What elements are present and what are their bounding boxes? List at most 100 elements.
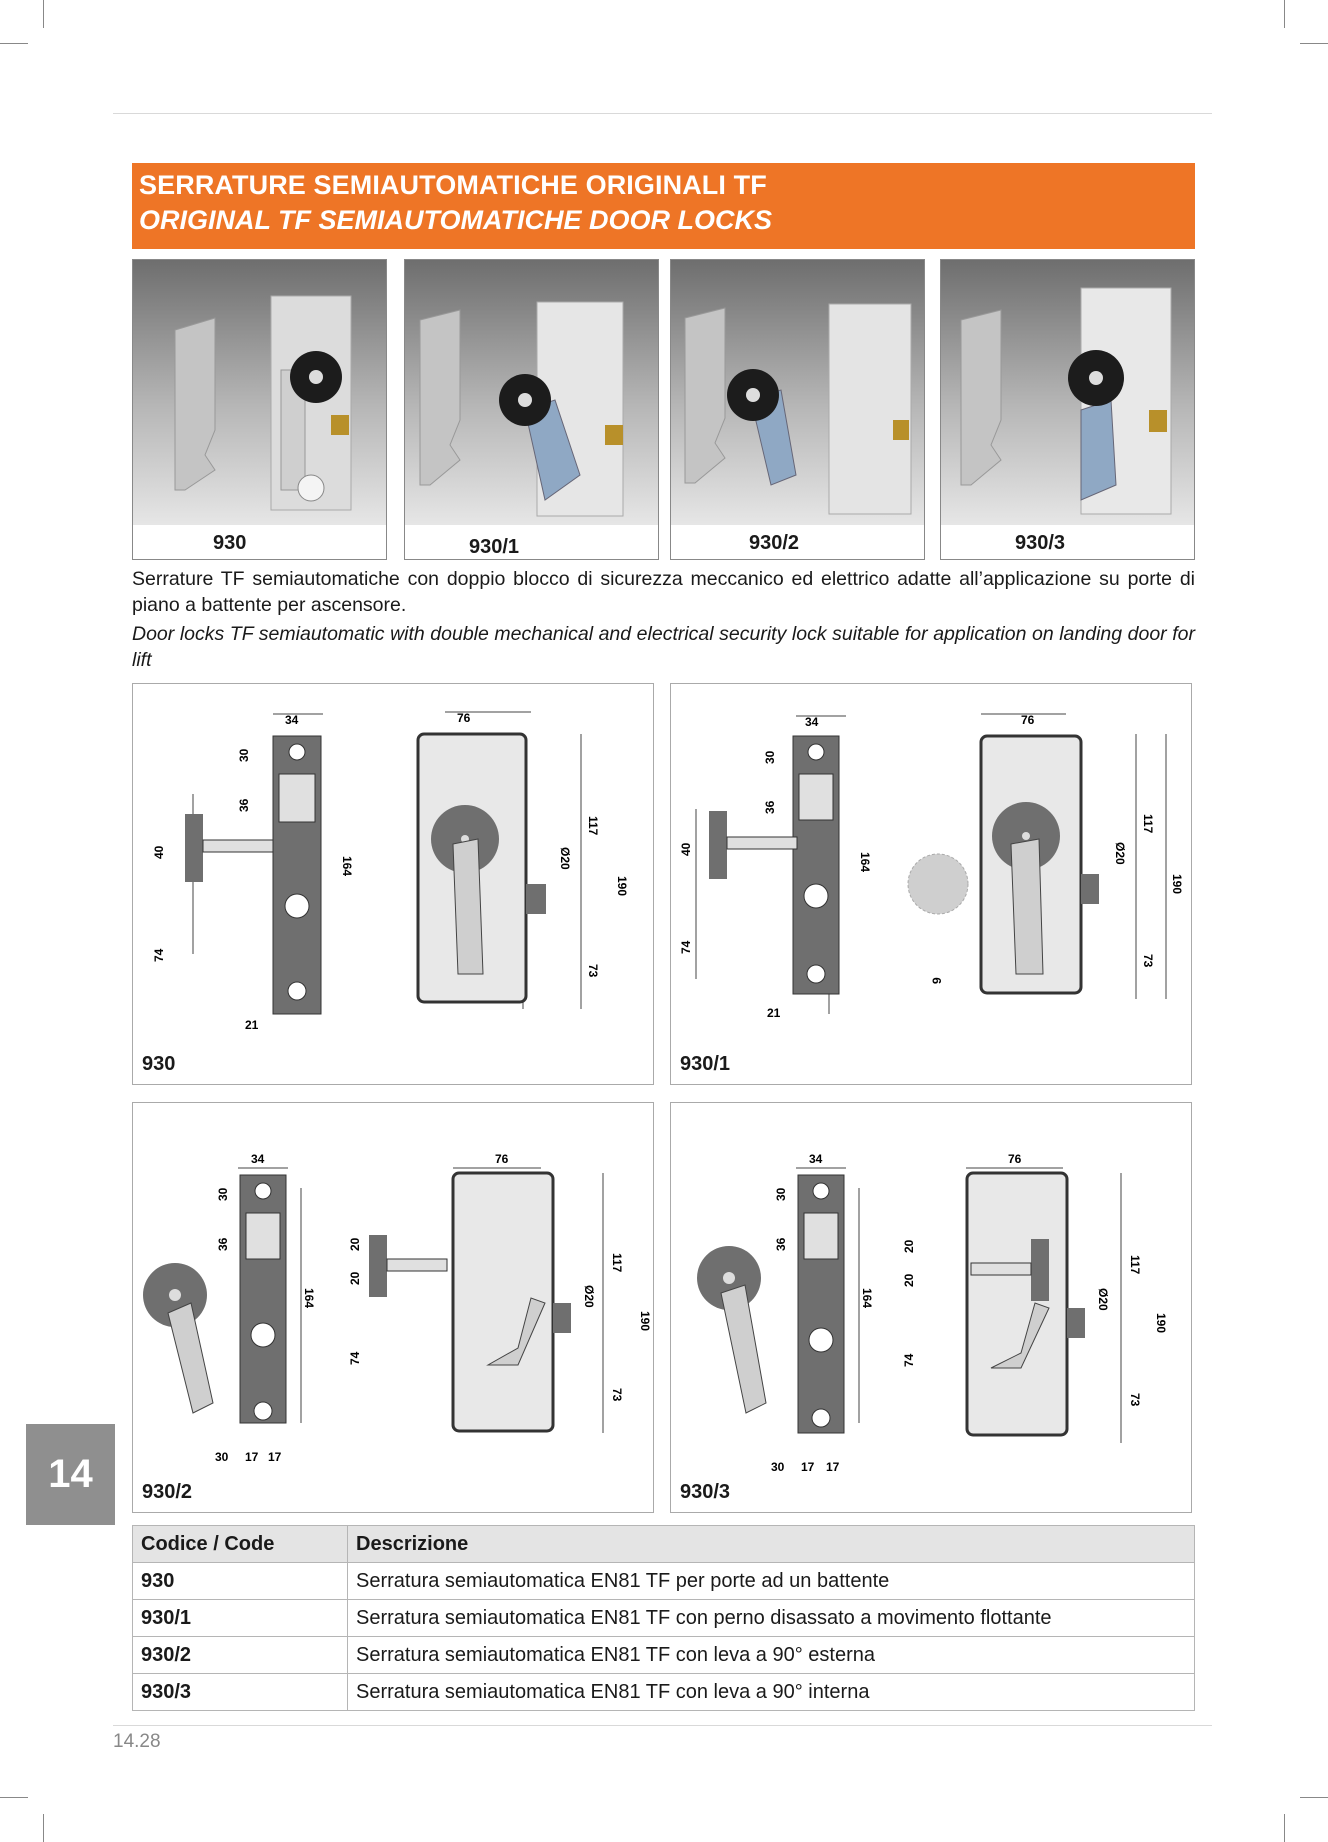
dim-73: 73 xyxy=(1141,954,1155,968)
product-photo-930-3: 930/3 xyxy=(940,259,1195,560)
technical-drawing: 34 76 30 36 164 30 17 17 20 20 74 117 Ø2… xyxy=(143,1152,652,1464)
crop-mark xyxy=(43,0,44,28)
dim-117: 117 xyxy=(1141,814,1155,834)
dim-17-bottom: 17 xyxy=(245,1450,259,1464)
drawing-label: 930/1 xyxy=(680,1053,731,1075)
technical-drawing: 34 76 30 36 40 74 164 21 117 Ø20 190 73 … xyxy=(679,713,1184,1020)
dim-width-76: 76 xyxy=(495,1152,509,1166)
dim-74: 74 xyxy=(902,1353,916,1367)
dim-117: 117 xyxy=(1128,1255,1142,1275)
dim-30: 30 xyxy=(237,748,251,762)
dim-74: 74 xyxy=(152,948,166,962)
table-header-row: Codice / Code Descrizione xyxy=(132,1525,1195,1563)
dim-17-bottom: 17 xyxy=(268,1450,282,1464)
product-description: Serratura semiautomatica EN81 TF con per… xyxy=(347,1599,1195,1637)
dim-20: 20 xyxy=(902,1273,916,1287)
photo-caption: 930/2 xyxy=(749,532,800,554)
dim-diameter-20: Ø20 xyxy=(1113,842,1127,865)
product-code: 930/3 xyxy=(132,1673,348,1711)
dim-30: 30 xyxy=(763,750,777,764)
description-italian: Serrature TF semiautomatiche con doppio … xyxy=(132,568,1195,616)
page-number: 14.28 xyxy=(113,1731,161,1752)
product-code: 930/2 xyxy=(132,1636,348,1674)
dim-9: 9 xyxy=(930,977,944,984)
photo-caption: 930/3 xyxy=(1015,532,1066,554)
dim-190: 190 xyxy=(1170,874,1184,894)
lock-illustration xyxy=(174,295,352,511)
drawing-panel-930-1: 34 76 30 36 40 74 164 21 117 Ø20 190 73 … xyxy=(670,683,1192,1085)
dim-164: 164 xyxy=(858,852,872,872)
photo-caption: 930/1 xyxy=(469,536,520,558)
product-description: Serratura semiautomatica EN81 TF con lev… xyxy=(347,1636,1195,1674)
dim-17-bottom: 17 xyxy=(801,1460,815,1474)
table-row: 930/1 Serratura semiautomatica EN81 TF c… xyxy=(132,1599,1195,1637)
dim-width-34: 34 xyxy=(285,713,299,727)
lock-illustration xyxy=(960,287,1172,515)
dim-190: 190 xyxy=(615,876,629,896)
dim-164: 164 xyxy=(860,1288,874,1308)
dim-36: 36 xyxy=(763,800,777,814)
drawing-label: 930/3 xyxy=(680,1481,731,1503)
lock-illustration xyxy=(419,301,624,517)
dim-30-bottom: 30 xyxy=(215,1450,229,1464)
product-code: 930/1 xyxy=(132,1599,348,1637)
table-row: 930/2 Serratura semiautomatica EN81 TF c… xyxy=(132,1636,1195,1674)
dim-36: 36 xyxy=(774,1237,788,1251)
dim-117: 117 xyxy=(610,1253,624,1273)
bottom-rule xyxy=(113,1725,1212,1726)
dim-width-34: 34 xyxy=(251,1152,265,1166)
crop-mark xyxy=(1300,1797,1328,1798)
column-header-description: Descrizione xyxy=(347,1525,1195,1563)
description-english: Door locks TF semiautomatic with double … xyxy=(132,623,1195,671)
dim-width-34: 34 xyxy=(805,715,819,729)
drawing-panel-930-3: 34 76 30 36 164 30 17 17 20 20 74 117 Ø2… xyxy=(670,1102,1192,1513)
column-header-code: Codice / Code xyxy=(132,1525,348,1563)
dim-20: 20 xyxy=(348,1271,362,1285)
drawing-panel-930-2: 34 76 30 36 164 30 17 17 20 20 74 117 Ø2… xyxy=(132,1102,654,1513)
title-italian: SERRATURE SEMIAUTOMATICHE ORIGINALI TF xyxy=(139,170,767,200)
dim-diameter-20: Ø20 xyxy=(558,847,572,870)
crop-mark xyxy=(0,1797,28,1798)
dim-36: 36 xyxy=(237,798,251,812)
dim-40: 40 xyxy=(152,845,166,859)
top-rule xyxy=(113,113,1212,114)
dim-74: 74 xyxy=(679,940,693,954)
dim-30: 30 xyxy=(774,1187,788,1201)
table-row: 930/3 Serratura semiautomatica EN81 TF c… xyxy=(132,1673,1195,1711)
section-tab: 14 xyxy=(26,1424,115,1525)
dim-20: 20 xyxy=(348,1237,362,1251)
product-table: Codice / Code Descrizione 930 Serratura … xyxy=(132,1525,1195,1711)
dim-73: 73 xyxy=(610,1388,624,1402)
crop-mark xyxy=(43,1814,44,1842)
technical-drawing: 34 76 30 36 40 74 164 21 117 Ø20 190 73 xyxy=(152,711,629,1032)
product-photo-930-2: 930/2 xyxy=(670,259,925,560)
dim-20: 20 xyxy=(902,1239,916,1253)
dim-width-76: 76 xyxy=(1021,713,1035,727)
crop-mark xyxy=(1284,0,1285,28)
crop-mark xyxy=(1284,1814,1285,1842)
dim-74: 74 xyxy=(348,1351,362,1365)
drawing-label: 930/2 xyxy=(142,1481,193,1503)
dim-21: 21 xyxy=(767,1006,781,1020)
dim-117: 117 xyxy=(586,816,600,836)
dim-40: 40 xyxy=(679,842,693,856)
dim-190: 190 xyxy=(1154,1313,1168,1333)
dim-diameter-20: Ø20 xyxy=(1096,1288,1110,1311)
drawing-panel-930: 34 76 30 36 40 74 164 21 117 Ø20 190 73 … xyxy=(132,683,654,1085)
table-row: 930 Serratura semiautomatica EN81 TF per… xyxy=(132,1562,1195,1600)
drawing-label: 930 xyxy=(142,1053,176,1075)
product-description: Serratura semiautomatica EN81 TF con lev… xyxy=(347,1673,1195,1711)
dim-164: 164 xyxy=(302,1288,316,1308)
dim-21: 21 xyxy=(245,1018,259,1032)
lock-illustration xyxy=(684,303,912,515)
dim-164: 164 xyxy=(340,856,354,876)
crop-mark xyxy=(0,43,28,44)
dim-diameter-20: Ø20 xyxy=(582,1285,596,1308)
photo-caption: 930 xyxy=(213,532,247,554)
dim-width-76: 76 xyxy=(1008,1152,1022,1166)
dim-30-bottom: 30 xyxy=(771,1460,785,1474)
dim-17-bottom: 17 xyxy=(826,1460,840,1474)
technical-drawing: 34 76 30 36 164 30 17 17 20 20 74 117 Ø2… xyxy=(697,1152,1168,1474)
product-description: Serratura semiautomatica EN81 TF per por… xyxy=(347,1562,1195,1600)
dim-36: 36 xyxy=(216,1237,230,1251)
